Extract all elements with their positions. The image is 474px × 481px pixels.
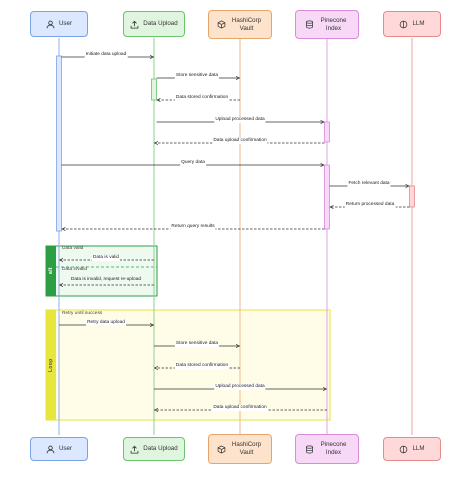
message-label[interactable]: Data upload confirmation (212, 138, 268, 144)
upload-icon (130, 20, 139, 29)
loop-frame-tag: Loop (46, 310, 56, 420)
actor-user-bottom[interactable]: User (30, 437, 88, 461)
actor-label: Pinecone Index (320, 441, 347, 456)
actor-hashicorp-vault-top[interactable]: HashiCorp Vault (208, 10, 272, 39)
message-label[interactable]: Data upload confirmation (212, 405, 268, 411)
message-label[interactable]: Upload processed data (214, 117, 266, 123)
actor-label: User (58, 445, 73, 453)
actor-label: Data Upload (143, 445, 178, 453)
actor-pinecone-index-bottom[interactable]: Pinecone Index (295, 434, 359, 464)
upload-icon (130, 445, 139, 454)
cube-icon (217, 20, 225, 29)
brain-icon (400, 20, 408, 28)
message-label[interactable]: Initiate data upload (84, 52, 128, 58)
message-label[interactable]: Return query results (170, 224, 216, 230)
message-label[interactable]: Data stored confirmation (174, 363, 230, 369)
loop-condition-label: Retry until success (62, 311, 103, 316)
activation-bar-llm (409, 185, 415, 208)
alt-section-valid-label: Data valid (62, 246, 84, 251)
actor-data-upload-bottom[interactable]: Data Upload (123, 437, 185, 461)
message-label[interactable]: Data is invalid, request re-upload (70, 277, 142, 282)
actor-label: LLM (412, 20, 425, 28)
alt-frame (45, 245, 158, 297)
message-label[interactable]: Query data (180, 160, 206, 166)
actor-hashicorp-vault-bottom[interactable]: HashiCorp Vault (208, 434, 272, 464)
message-label[interactable]: Data stored confirmation (174, 95, 230, 101)
message-label[interactable]: Retry data upload (86, 320, 126, 326)
actor-label: LLM (412, 445, 425, 453)
message-label[interactable]: Store sensitive data (174, 341, 220, 347)
activation-bar-upload (151, 78, 157, 101)
activation-bar-pinecone (324, 121, 330, 143)
actor-pinecone-index-top[interactable]: Pinecone Index (295, 10, 359, 39)
alt-section-invalid-label: Data invalid (62, 267, 88, 272)
message-label[interactable]: Return processed data (344, 202, 396, 208)
actor-label: User (58, 20, 73, 28)
actor-label: Data Upload (143, 20, 178, 28)
user-icon (46, 445, 55, 453)
database-icon (305, 20, 313, 29)
message-label[interactable]: Store sensitive data (174, 73, 220, 79)
actor-llm-bottom[interactable]: LLM (383, 437, 441, 461)
message-label[interactable]: Data is valid (91, 255, 121, 261)
actor-llm-top[interactable]: LLM (383, 11, 441, 37)
actor-label: Pinecone Index (320, 16, 347, 32)
actor-data-upload-top[interactable]: Data Upload (123, 11, 185, 37)
activation-bar-user (56, 55, 62, 232)
actor-user-top[interactable]: User (30, 11, 88, 37)
message-label[interactable]: Upload processed data (214, 384, 266, 390)
alt-frame-tag: alt (46, 246, 56, 296)
actor-label: HashiCorp Vault (231, 441, 262, 456)
cube-icon (217, 444, 225, 454)
user-icon (46, 20, 55, 28)
database-icon (305, 445, 313, 453)
actor-label: HashiCorp Vault (231, 16, 262, 32)
message-label[interactable]: Fetch relevant data (347, 181, 391, 187)
brain-icon (400, 445, 408, 453)
activation-bar-pinecone (324, 164, 330, 230)
